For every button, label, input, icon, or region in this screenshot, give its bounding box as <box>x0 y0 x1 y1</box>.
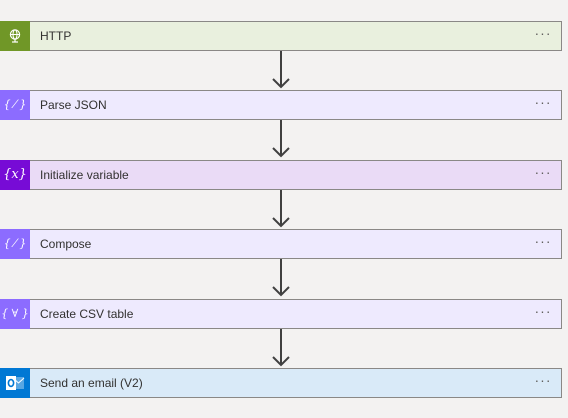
globe-icon <box>0 20 30 51</box>
more-options-button[interactable]: ··· <box>534 372 552 388</box>
more-options-button[interactable]: ··· <box>534 25 552 41</box>
data-operation-icon: { ⁄ } <box>0 89 30 120</box>
arrow-down-icon <box>272 190 290 228</box>
more-options-button[interactable]: ··· <box>534 303 552 319</box>
arrow-down-icon <box>272 120 290 158</box>
step-parse-json[interactable]: { ⁄ } Parse JSON ··· <box>0 89 562 120</box>
outlook-icon <box>0 367 30 398</box>
more-options-button[interactable]: ··· <box>534 164 552 180</box>
step-label: Initialize variable <box>40 168 129 182</box>
step-label: Send an email (V2) <box>40 376 143 390</box>
step-http[interactable]: HTTP ··· <box>0 20 562 51</box>
step-compose[interactable]: { ⁄ } Compose ··· <box>0 228 562 259</box>
step-send-email[interactable]: Send an email (V2) ··· <box>0 367 562 398</box>
step-label: Compose <box>40 237 92 251</box>
step-create-csv-table[interactable]: { ∀ } Create CSV table ··· <box>0 298 562 329</box>
step-label: HTTP <box>40 29 72 43</box>
data-operation-icon: { ∀ } <box>0 298 30 329</box>
data-operation-icon: { ⁄ } <box>0 228 30 259</box>
arrow-down-icon <box>272 259 290 297</box>
step-label: Parse JSON <box>40 98 107 112</box>
arrow-down-icon <box>272 329 290 367</box>
step-label: Create CSV table <box>40 307 134 321</box>
more-options-button[interactable]: ··· <box>534 94 552 110</box>
arrow-down-icon <box>272 51 290 89</box>
step-initialize-variable[interactable]: {x} Initialize variable ··· <box>0 159 562 190</box>
variable-icon: {x} <box>0 159 30 190</box>
more-options-button[interactable]: ··· <box>534 233 552 249</box>
